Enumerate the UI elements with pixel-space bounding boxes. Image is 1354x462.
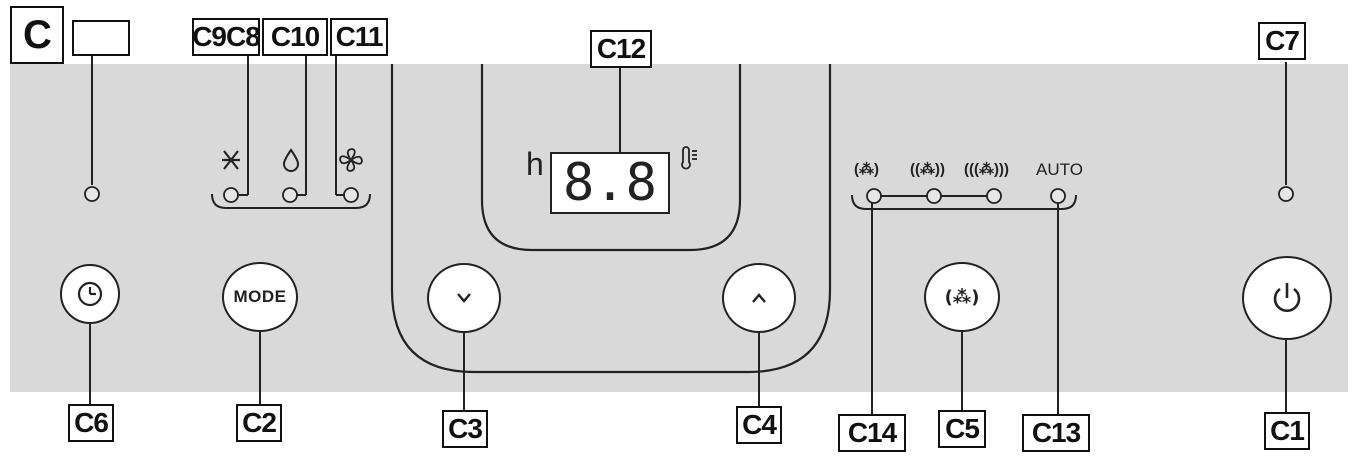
fan-speed-button[interactable]: (⁂) xyxy=(924,262,1000,332)
callout-c11: C11 xyxy=(330,18,388,56)
fan-auto-led xyxy=(1050,188,1066,204)
display-contour xyxy=(480,64,742,252)
digital-display: 8.8 xyxy=(550,152,670,214)
timer-button[interactable] xyxy=(60,264,120,324)
callout-c3: C3 xyxy=(442,410,488,448)
callout-c13: C13 xyxy=(1022,414,1090,452)
fan-low-label: (⁂) xyxy=(854,161,879,178)
callout-c5: C5 xyxy=(938,410,986,448)
callout-c2: C2 xyxy=(236,404,282,442)
cool-led xyxy=(223,187,239,203)
thermometer-icon xyxy=(681,146,697,170)
blank-callout-box xyxy=(72,20,130,56)
down-button[interactable] xyxy=(427,263,501,333)
fan-mode-led xyxy=(343,187,359,203)
fan-auto-label: AUTO xyxy=(1036,160,1083,179)
up-button[interactable] xyxy=(722,263,796,333)
callout-c7: C7 xyxy=(1258,22,1306,60)
fan-high-led xyxy=(986,188,1002,204)
callout-c14: C14 xyxy=(838,414,906,452)
fan-medium-label: ((⁂)) xyxy=(910,161,945,178)
callout-c12: C12 xyxy=(590,30,652,68)
mode-button-label: MODE xyxy=(233,287,287,306)
panel-label: C xyxy=(10,6,64,64)
clock-icon xyxy=(77,281,103,307)
callout-c6: C6 xyxy=(68,404,114,442)
droplet-icon xyxy=(282,148,300,172)
fan-icon xyxy=(339,148,363,172)
fan-speed-icon: (⁂) xyxy=(944,286,980,308)
mode-led-bracket xyxy=(211,193,371,209)
panel-background xyxy=(10,64,1348,392)
fan-medium-led xyxy=(926,188,942,204)
center-outer-contour xyxy=(390,64,832,374)
callout-c4: C4 xyxy=(736,406,782,444)
callout-c10: C10 xyxy=(262,18,328,56)
power-button[interactable] xyxy=(1242,256,1332,340)
chevron-up-icon xyxy=(752,293,766,303)
callout-c9c8: C9C8 xyxy=(192,18,261,56)
fan-high-label: (((⁂))) xyxy=(964,161,1009,178)
fan-low-led xyxy=(866,188,882,204)
power-icon xyxy=(1273,283,1301,312)
snowflake-icon xyxy=(222,150,240,170)
dry-led xyxy=(282,187,298,203)
mode-button[interactable]: MODE xyxy=(222,262,298,332)
timer-led xyxy=(84,186,100,202)
hours-symbol: h xyxy=(526,146,544,182)
display-digits: 8.8 xyxy=(563,153,657,213)
power-led xyxy=(1278,186,1294,202)
callout-c1: C1 xyxy=(1264,412,1310,450)
fan-led-bracket xyxy=(851,194,1077,210)
chevron-down-icon xyxy=(457,293,471,303)
